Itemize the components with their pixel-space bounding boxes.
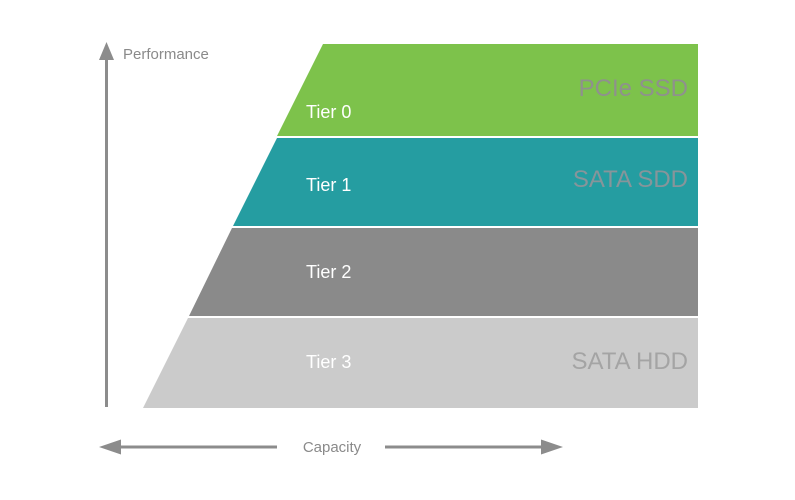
x-axis-label: Capacity (302, 439, 362, 456)
tier-1-label: Tier 1 (306, 175, 352, 195)
tier-3-technology-label: SATA HDD (571, 348, 688, 375)
capacity-axis-left-arrow (99, 439, 277, 455)
tier-3-label: Tier 3 (306, 352, 352, 372)
tier-band-1 (233, 138, 698, 226)
tier-0-label: Tier 0 (306, 102, 352, 122)
tier-2-label: Tier 2 (306, 262, 352, 282)
tier-0-technology-label: PCIe SSD (578, 75, 688, 102)
y-axis-label: Performance (123, 46, 209, 63)
tier-band-2 (189, 228, 698, 316)
tier-1-technology-label: SATA SDD (572, 166, 688, 193)
capacity-axis-right-arrow (385, 439, 563, 455)
tier-band-0 (277, 44, 698, 136)
tier-band-3 (143, 318, 698, 408)
performance-axis-arrow (99, 42, 114, 407)
